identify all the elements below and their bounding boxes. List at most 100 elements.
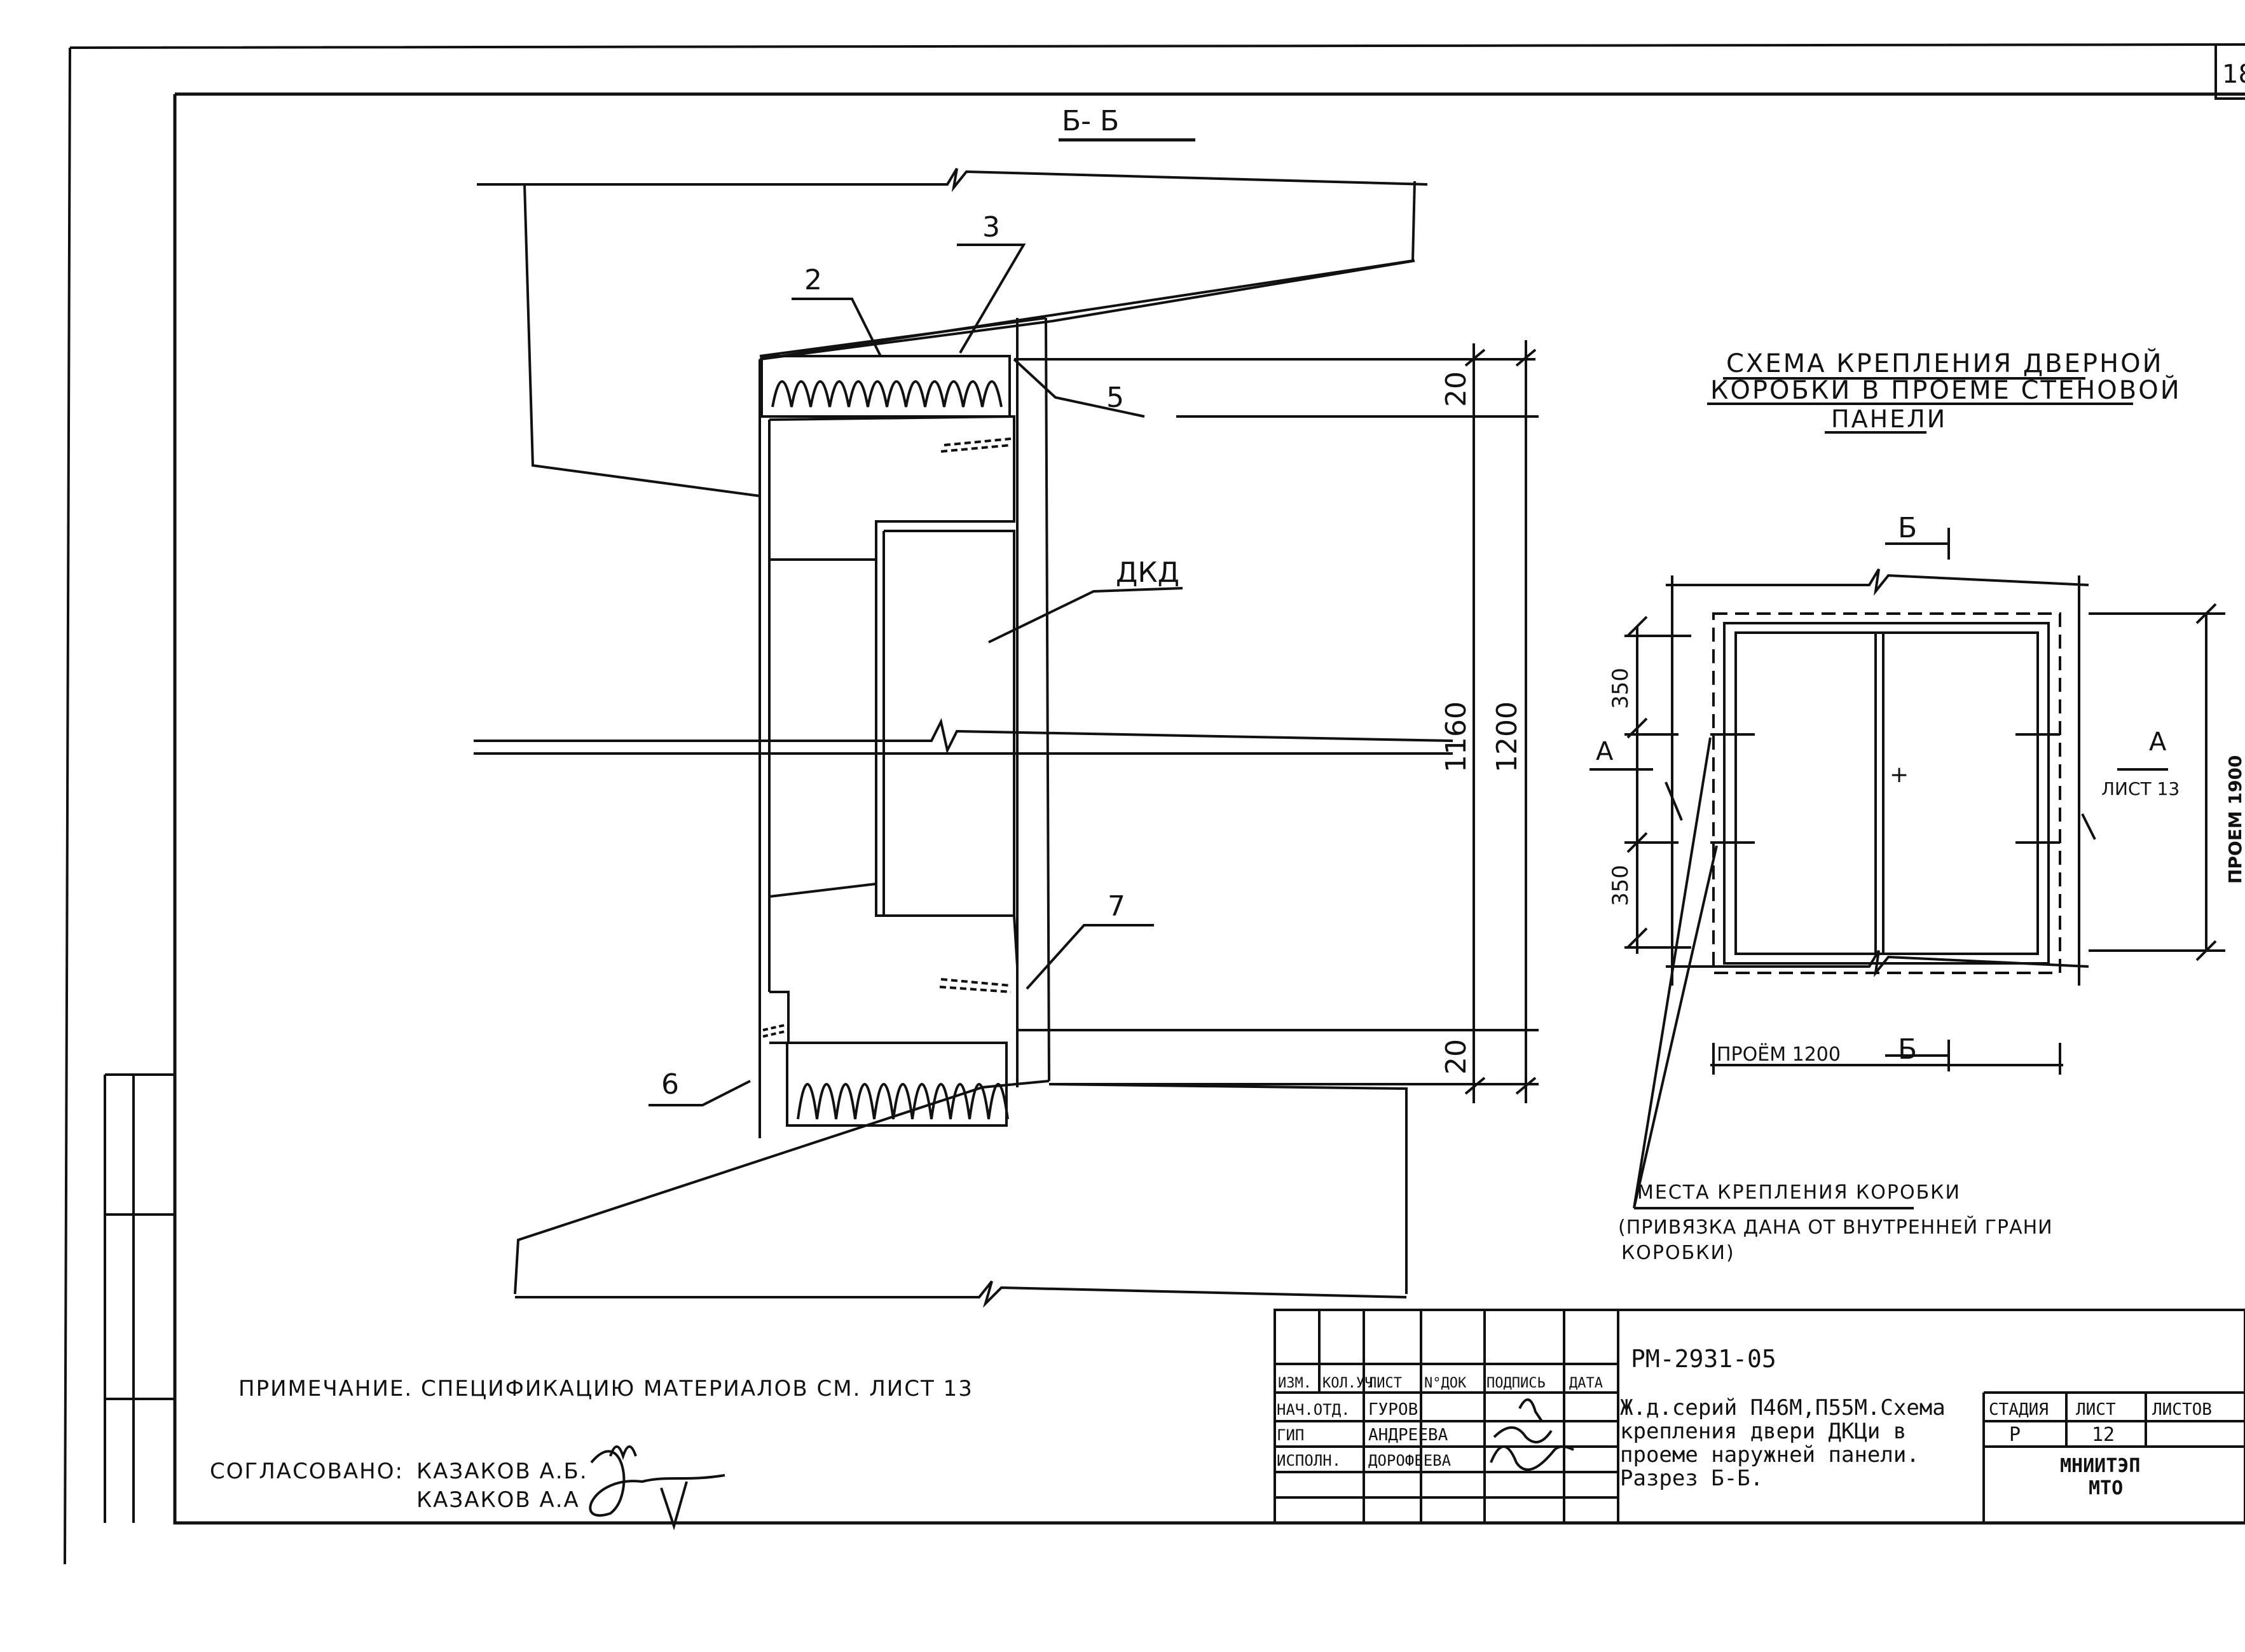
role-3: ИСПОЛН.: [1277, 1452, 1341, 1470]
scheme-cut-b: [1885, 528, 1950, 1071]
scheme-drawing: [1589, 377, 2225, 1209]
org-line-2: МТО: [2089, 1477, 2123, 1499]
org-line-1: МНИИТЭП: [2060, 1455, 2140, 1477]
panel-upper-slope: [759, 259, 1415, 361]
leader-7: [1026, 924, 1154, 990]
fix-note-3: КОРОБКИ): [1621, 1242, 1735, 1264]
dowel-bottom: [939, 978, 1012, 993]
scheme-leader: [1633, 737, 1718, 1209]
scheme-dims: [1624, 603, 2225, 1075]
name-3: ДОРОФЕЕВА: [1368, 1452, 1452, 1470]
scheme-break-marks: [1665, 781, 2096, 840]
sheet-header: ЛИСТ: [2076, 1400, 2116, 1419]
label-5: 5: [1106, 382, 1124, 414]
approval-name-2: КАЗАКОВ А.А: [416, 1487, 580, 1513]
insulation-bottom: [786, 1042, 1008, 1127]
dim-inner: 1160: [1440, 701, 1473, 773]
leader-6: [649, 1080, 751, 1106]
dim-gap-top: 20: [1440, 371, 1473, 407]
dim-lines-section: [1014, 340, 1539, 1103]
insulation-top: [760, 355, 1011, 418]
materials-note: ПРИМЕЧАНИЕ. СПЕЦИФИКАЦИЮ МАТЕРИАЛОВ СМ. …: [238, 1376, 973, 1401]
stage-header: СТАДИЯ: [1989, 1400, 2049, 1419]
dowel-top: [940, 437, 1012, 453]
wall-top-break-line: [477, 167, 1428, 193]
label-7: 7: [1108, 890, 1125, 923]
title-block: [1274, 1309, 2245, 1524]
sheet-outer-edge: [64, 43, 2245, 1565]
approval-name-1: КАЗАКОВ А.Б.: [416, 1459, 588, 1484]
scheme-center-mark: +: [1890, 762, 1909, 788]
wall-bottom-slope: [514, 1080, 1408, 1295]
cut-mark-b-bottom: Б: [1898, 1033, 1917, 1066]
door-frame-outline: [759, 317, 1050, 1138]
title-block-frame: [1274, 1309, 2245, 1524]
scheme-title-underlines: [1707, 377, 2133, 434]
leader-5: [1013, 358, 1145, 418]
scheme-title-1: СХЕМА КРЕПЛЕНИЯ ДВЕРНОЙ: [1726, 348, 2164, 378]
insulation-bottom-swirls: [797, 1083, 1009, 1120]
scheme-door-mullion: [1874, 633, 1885, 954]
scheme-frame-outer: [1723, 622, 2050, 965]
desc-line-4: Разрез Б-Б.: [1620, 1466, 1763, 1491]
page-number-box: [2214, 45, 2245, 100]
sheet-ref: ЛИСТ 13: [2101, 778, 2180, 799]
label-3: 3: [982, 211, 1000, 244]
insulation-top-swirls: [771, 380, 1003, 408]
desc-line-1: Ж.д.серий П46М,П55М.Схема: [1620, 1395, 1946, 1421]
sheets-header: ЛИСТОВ: [2152, 1400, 2212, 1419]
center-break-line: [474, 718, 1453, 755]
fix-note-1: МЕСТА КРЕПЛЕНИЯ КОРОБКИ: [1637, 1181, 1961, 1204]
scheme-frame-inner: [1734, 631, 2039, 955]
opening-height: ПРОЕМ 1900: [2225, 755, 2245, 884]
wall-bottom-break-line: [515, 1280, 1407, 1308]
desc-line-3: проеме наружней панели.: [1620, 1442, 1919, 1468]
signatures-block: [1490, 1398, 1574, 1471]
stage-value: Р: [2009, 1424, 2021, 1446]
frame-profile: [768, 415, 1019, 1044]
opening-width: ПРОЁМ 1200: [1717, 1043, 1841, 1066]
col-header-date: ДАТА: [1569, 1375, 1603, 1391]
col-header-list: ЛИСТ: [1368, 1375, 1402, 1391]
dim-350-top: 350: [1608, 668, 1633, 709]
drawing-frame: [173, 92, 2245, 1525]
sheet-value: 12: [2092, 1424, 2115, 1446]
page-number: 18: [2222, 60, 2245, 89]
approval-label: СОГЛАСОВАНО:: [210, 1459, 404, 1484]
name-2: АНДРЕЕВА: [1368, 1426, 1448, 1445]
col-header-sign: ПОДПИСЬ: [1486, 1375, 1546, 1391]
scheme-panel-outline: [1712, 612, 2061, 974]
dim-outer: 1200: [1491, 701, 1523, 773]
label-dkd: ДКД: [1116, 556, 1179, 589]
scheme-title-2: КОРОБКИ В ПРОЕМЕ СТЕНОВОЙ: [1710, 375, 2181, 405]
title-block-grid: [1275, 1310, 2245, 1523]
inner-frame: [882, 530, 1015, 916]
label-6: 6: [661, 1068, 679, 1101]
doc-code: РМ-2931-05: [1631, 1345, 1776, 1373]
section-bb-drawing: [474, 167, 1539, 1308]
section-title: Б- Б: [1062, 105, 1119, 137]
col-header-doc: N°ДОК: [1424, 1375, 1467, 1391]
scheme-fix-points: [1710, 733, 2060, 844]
leader-2: [792, 298, 882, 357]
leader-dkd: [988, 587, 1183, 644]
cut-mark-b-top: Б: [1898, 512, 1917, 544]
dim-gap-bottom: 20: [1440, 1039, 1473, 1075]
col-header-kol: КОЛ.УЧ: [1322, 1375, 1373, 1391]
dim-350-bottom: 350: [1608, 865, 1633, 906]
scheme-title-3: ПАНЕЛИ: [1831, 405, 1947, 433]
col-header-izm: ИЗМ.: [1278, 1375, 1312, 1391]
label-2: 2: [804, 264, 822, 296]
name-1: ГУРОВ: [1368, 1400, 1418, 1419]
scheme-wall-lines: [1666, 568, 2089, 986]
fix-note-2: (ПРИВЯЗКА ДАНА ОТ ВНУТРЕННЕЙ ГРАНИ: [1618, 1216, 2053, 1239]
leader-3: [957, 244, 1026, 354]
cut-mark-a-right: А: [2149, 727, 2167, 757]
desc-line-2: крепления двери ДКЦи в: [1620, 1419, 1906, 1444]
cut-mark-a-left: А: [1596, 737, 1614, 766]
role-2: ГИП: [1277, 1426, 1304, 1444]
binding-strip: [104, 1073, 175, 1523]
role-1: НАЧ.ОТД.: [1277, 1401, 1350, 1419]
dowel-left: [762, 1024, 786, 1038]
